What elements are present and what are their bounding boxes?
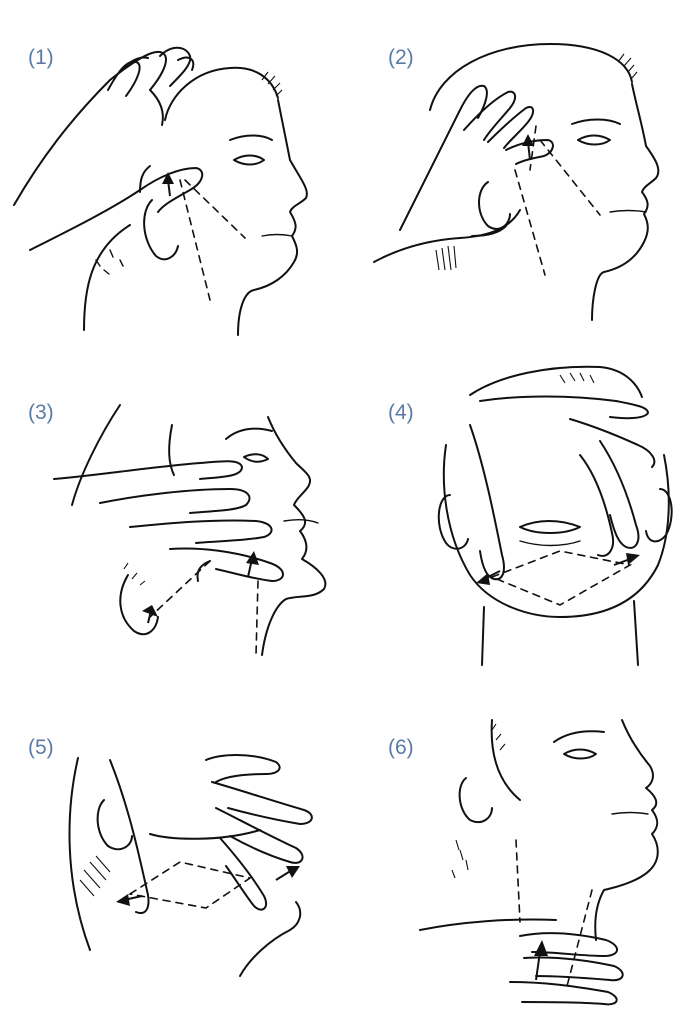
lymph-massage-submandibular-icon xyxy=(68,754,313,977)
panel-label: (6) xyxy=(388,736,414,759)
panel-1: (1) xyxy=(0,0,340,336)
lymph-massage-jaw-icon xyxy=(53,404,327,656)
panel-6: (6) xyxy=(360,690,700,1020)
panel-label: (5) xyxy=(28,736,54,759)
panel-2: (2) xyxy=(360,0,700,330)
lymph-massage-neck-icon xyxy=(419,719,659,1006)
panel-label: (1) xyxy=(28,46,54,69)
panel-label: (2) xyxy=(388,46,414,69)
panel-label: (4) xyxy=(388,401,414,424)
panel-5: (5) xyxy=(0,690,340,1020)
lymph-massage-preauricular-icon xyxy=(373,43,660,321)
lymph-massage-temple-icon xyxy=(13,46,308,336)
panel-4: (4) xyxy=(360,355,700,685)
lymph-massage-chin-frontal-icon xyxy=(437,365,673,666)
panel-label: (3) xyxy=(28,401,54,424)
panel-3: (3) xyxy=(0,355,340,685)
